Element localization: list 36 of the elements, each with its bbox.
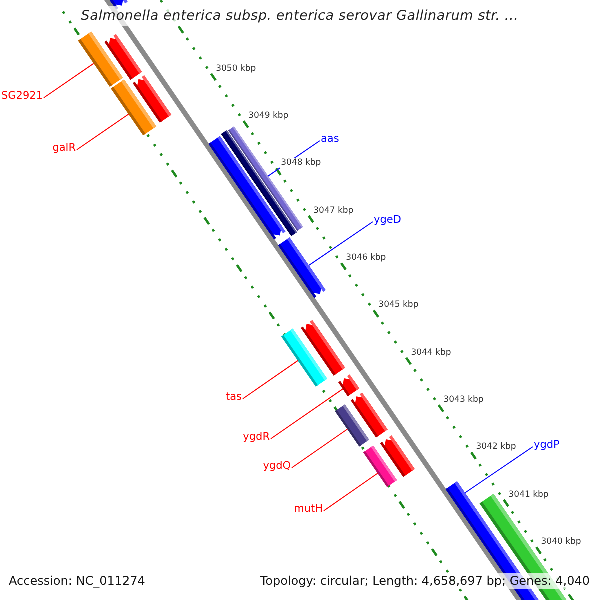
gene-feature — [111, 80, 157, 136]
leader-line — [292, 428, 348, 468]
tick-label: 3044 kbp — [410, 348, 452, 358]
leader-line — [44, 63, 94, 98]
gene-feature — [282, 328, 328, 387]
tick-label: 3048 kbp — [280, 158, 322, 168]
gene-label: tas — [226, 391, 242, 403]
leader-line — [308, 222, 374, 266]
gene-label: mutH — [294, 503, 323, 515]
tick-label: 3041 kbp — [508, 490, 550, 500]
gene-label: SG2921 — [1, 90, 43, 102]
gene-feature — [338, 374, 360, 396]
gene-feature — [78, 32, 124, 87]
gene-label: ygdQ — [263, 460, 291, 472]
gene-feature — [278, 238, 326, 298]
leader-line — [464, 446, 534, 494]
leader-line — [324, 473, 378, 512]
tick-label: 3047 kbp — [312, 206, 355, 216]
tick-label: 3050 kbp — [215, 64, 258, 74]
leader-line — [76, 114, 130, 150]
tick-label: 3049 kbp — [248, 111, 290, 122]
gene-feature — [446, 482, 478, 518]
gene-label: ygeD — [374, 214, 402, 226]
gene-label: ygdR — [243, 431, 270, 443]
tick-label: 3043 kbp — [442, 395, 485, 406]
leader-line — [242, 360, 299, 400]
gene-label: ygdP — [534, 439, 560, 451]
leader-line — [270, 388, 344, 440]
gene-feature — [335, 404, 370, 447]
gene-label: galR — [52, 142, 76, 154]
tick-label: 3045 kbp — [378, 300, 420, 310]
tick-label: 3040 kbp — [540, 537, 582, 548]
tick-label: 3046 kbp — [345, 253, 388, 264]
gene-label: aas — [321, 133, 340, 145]
gene-feature — [364, 446, 398, 488]
tick-label: 3042 kbp — [475, 442, 518, 452]
